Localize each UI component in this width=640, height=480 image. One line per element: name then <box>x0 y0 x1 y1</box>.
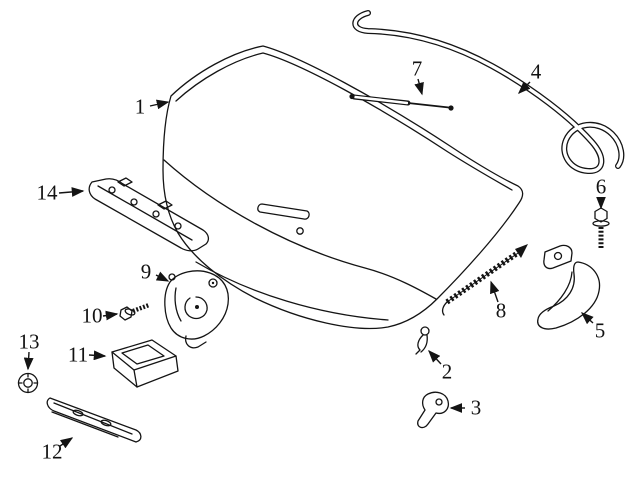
callout-label-2: 2 <box>441 359 453 384</box>
callout-1-arrow <box>149 99 170 110</box>
callout-label-5: 5 <box>594 318 606 343</box>
callout-2-arrow <box>428 349 442 365</box>
hinge-arm-drawing <box>537 244 601 330</box>
callout-13-arrow <box>23 351 34 371</box>
callout-14-arrow <box>58 187 85 197</box>
callout-7-arrow <box>414 78 424 96</box>
trim-strip-drawing <box>46 397 142 443</box>
mounting-bracket-drawing <box>417 391 450 429</box>
hex-bolt-drawing <box>592 207 610 248</box>
callout-label-8: 8 <box>495 298 507 323</box>
callout-arrows <box>23 78 606 449</box>
callout-label-14: 14 <box>36 180 58 205</box>
callout-11-arrow <box>88 350 107 361</box>
latch-bolt-drawing <box>119 302 150 321</box>
gas-strut-drawing <box>349 93 454 111</box>
callout-4-arrow <box>518 81 531 94</box>
callout-9-arrow <box>155 271 170 282</box>
callout-label-9: 9 <box>140 259 152 284</box>
callout-label-4: 4 <box>530 59 542 84</box>
weatherstrip-seal-drawing <box>352 10 625 174</box>
callout-label-13: 13 <box>18 329 40 354</box>
trunk-lid-panel-drawing <box>162 45 524 330</box>
trunk-latch-drawing <box>164 270 230 349</box>
callout-10-arrow <box>102 310 119 321</box>
striker-cover-drawing <box>111 339 179 388</box>
callout-label-1: 1 <box>134 94 146 119</box>
callout-label-10: 10 <box>81 303 103 328</box>
torsion-rod-drawing <box>441 244 528 316</box>
callout-label-11: 11 <box>67 342 89 367</box>
grommet-drawing <box>17 372 39 394</box>
callout-label-6: 6 <box>595 174 607 199</box>
callout-8-arrow <box>490 280 500 303</box>
callout-5-arrow <box>580 312 594 325</box>
callout-label-12: 12 <box>41 439 63 464</box>
callout-label-7: 7 <box>411 56 423 81</box>
retaining-clip-drawing <box>415 326 430 355</box>
hinge-rail-drawing <box>88 177 210 252</box>
callout-label-3: 3 <box>470 395 482 420</box>
callout-12-arrow <box>59 437 74 449</box>
